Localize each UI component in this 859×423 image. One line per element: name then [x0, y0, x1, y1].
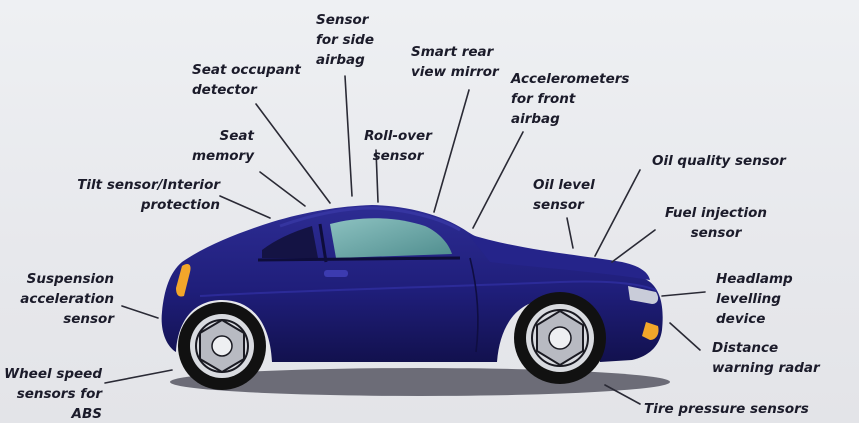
- hood: [468, 234, 650, 280]
- leader-smart-mirror: [433, 89, 470, 213]
- front-indicator: [642, 322, 659, 340]
- front-side-window: [330, 218, 452, 258]
- leader-oil-level: [566, 217, 574, 249]
- roof-highlight: [279, 206, 461, 232]
- leader-oil-quality: [594, 169, 641, 257]
- label-tire-pressure-sensors: Tire pressure sensors: [644, 401, 809, 417]
- rear-side-window: [262, 226, 318, 258]
- label-headlamp-levelling-device: Headlamp levelling device: [716, 271, 793, 327]
- front-wheel: [514, 292, 606, 384]
- leader-seat-memory: [259, 171, 306, 207]
- label-oil-quality-sensor: Oil quality sensor: [652, 153, 786, 169]
- body-crease: [199, 280, 657, 297]
- rear-wheel: [178, 302, 266, 390]
- label-seat-occupant-detector: Seat occupant detector: [192, 62, 301, 98]
- label-tilt-sensor-interior-protection: Tilt sensor/Interior protection: [77, 177, 220, 213]
- window-frame: [257, 223, 461, 263]
- headlamp: [628, 286, 659, 304]
- label-roll-over-sensor: Roll-over sensor: [364, 128, 432, 164]
- rear-light: [176, 264, 191, 297]
- leader-suspension: [121, 305, 159, 319]
- leader-side-airbag: [344, 75, 353, 197]
- leader-seat-occupant: [255, 103, 331, 204]
- door-line: [469, 257, 479, 353]
- label-seat-memory: Seat memory: [191, 128, 254, 164]
- leader-tire-pressure: [604, 384, 641, 405]
- label-smart-rear-view-mirror: Smart rear view mirror: [411, 44, 499, 80]
- label-suspension-acceleration-sensor: Suspension acceleration sensor: [20, 271, 114, 327]
- label-wheel-speed-sensors-abs: Wheel speed sensors for ABS: [4, 366, 102, 422]
- leader-roll-over: [375, 149, 379, 203]
- label-distance-warning-radar: Distance warning radar: [712, 340, 820, 376]
- label-sensor-side-airbag: Sensor for side airbag: [316, 12, 374, 68]
- leader-fuel-injection: [611, 229, 656, 263]
- leader-headlamp: [661, 291, 706, 297]
- leader-accelerometers: [472, 131, 524, 229]
- label-fuel-injection-sensor: Fuel injection sensor: [664, 205, 767, 241]
- leader-tilt-sensor: [219, 195, 271, 219]
- label-accelerometers-front-airbag: Accelerometers for front airbag: [511, 71, 630, 127]
- leader-wheel-speed: [104, 369, 173, 384]
- label-oil-level-sensor: Oil level sensor: [533, 177, 595, 213]
- leader-distance-radar: [669, 322, 701, 351]
- door-handle: [324, 270, 348, 277]
